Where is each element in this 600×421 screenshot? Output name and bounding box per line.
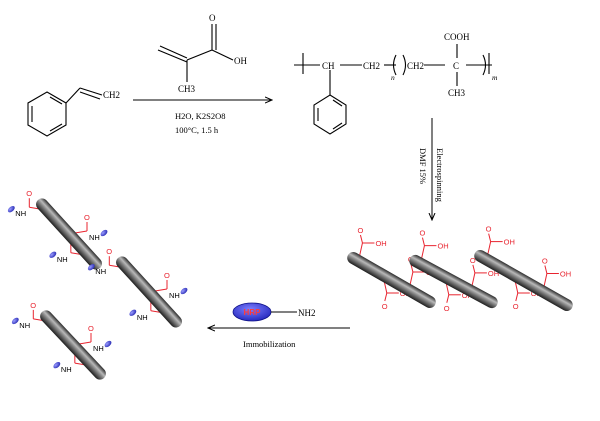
amide-o-label: O [26,189,32,198]
styrene-ch2-label: CH2 [103,90,120,100]
cooh-label: COOH [444,32,470,42]
fiber-rod [409,254,498,309]
hrp-label: HRP [244,308,262,317]
fiber-rod [36,198,102,270]
amide-o-label: O [84,213,90,222]
enzyme-icon [7,206,15,213]
methacrylic-acid-molecule: O OH CH3 [157,13,247,94]
carboxyl-oh-label: OH [504,238,515,247]
amide-nh-label: NH [169,291,180,300]
nh2-label: NH2 [298,308,316,318]
amide-nh-label: NH [15,209,26,218]
quaternary-c-label: C [453,61,459,71]
subscript-n: n [391,73,395,82]
ch-label: CH [322,61,335,71]
amide-nh-label: NH [19,321,30,330]
copolymer-structure: CH CH2 n CH2 C COOH CH3 m [294,32,498,135]
fiber-rod [347,251,436,309]
electrospinning-label: Electrospinning [435,148,445,203]
carboxyl-oh-label: OH [437,242,448,251]
amide-nh-label: NH [95,267,106,276]
carboxyl-o-label: O [357,226,363,235]
enzyme-icon [11,317,19,325]
enzyme-icon [53,361,61,369]
carboxylated-nanofibers: OHOOHOOHOOHOOHOOHOOHOOHOOHO [347,225,573,313]
electrospinning-arrow: DMF 15% Electrospinning [418,118,445,220]
amide-o-label: O [88,324,94,333]
enzyme-icon [49,251,57,258]
carboxyl-o-label: O [382,302,388,311]
enzyme-icon [100,229,108,237]
fiber-rod [474,249,573,312]
fiber-rod [40,310,106,380]
methyl-label: CH3 [178,84,196,94]
carboxyl-o-label: O [486,225,492,234]
ch2-label-2: CH2 [407,61,424,71]
styrene-molecule: CH2 [27,87,120,137]
ch2-label-1: CH2 [363,61,380,71]
ch3-label: CH3 [448,88,466,98]
carboxyl-o-label: O [513,302,519,311]
carboxyl-o-label: O [470,256,476,265]
carboxyl-o-label: O [444,304,450,313]
amide-nh-label: NH [61,365,72,374]
enzyme-icon [104,340,112,348]
amide-o-label: O [164,271,170,280]
enzyme-icon [129,309,137,316]
carboxyl-oh-label: OH [375,239,386,248]
enzyme-icon [180,287,188,295]
hydroxyl-label: OH [234,56,247,66]
carboxyl-oh-label: OH [488,269,499,278]
carbonyl-o-label: O [209,13,216,23]
reaction-conditions-1: H2O, K2S2O8 [175,111,226,121]
fiber-rod [116,256,182,328]
amide-nh-label: NH [57,255,68,264]
amide-nh-label: NH [93,344,104,353]
amide-nh-label: NH [137,313,148,322]
amide-nh-label: NH [89,233,100,242]
amide-o-label: O [30,301,36,310]
immobilization-arrow: HRP NH2 Immobilization [208,302,350,349]
carboxyl-oh-label: OH [560,270,571,279]
dmf-label: DMF 15% [418,148,428,184]
polymerization-arrow: H2O, K2S2O8 100°C, 1.5 h [133,100,272,135]
enzyme-immobilized-nanofibers: ONHONHONHONHONHONHONHONHONH [7,189,188,380]
amide-o-label: O [106,247,112,256]
reaction-conditions-2: 100°C, 1.5 h [175,125,219,135]
enzyme-icon [87,264,95,271]
immobilization-label: Immobilization [243,339,296,349]
subscript-m: m [492,73,498,82]
carboxyl-o-label: O [542,257,548,266]
carboxyl-o-label: O [419,229,425,238]
